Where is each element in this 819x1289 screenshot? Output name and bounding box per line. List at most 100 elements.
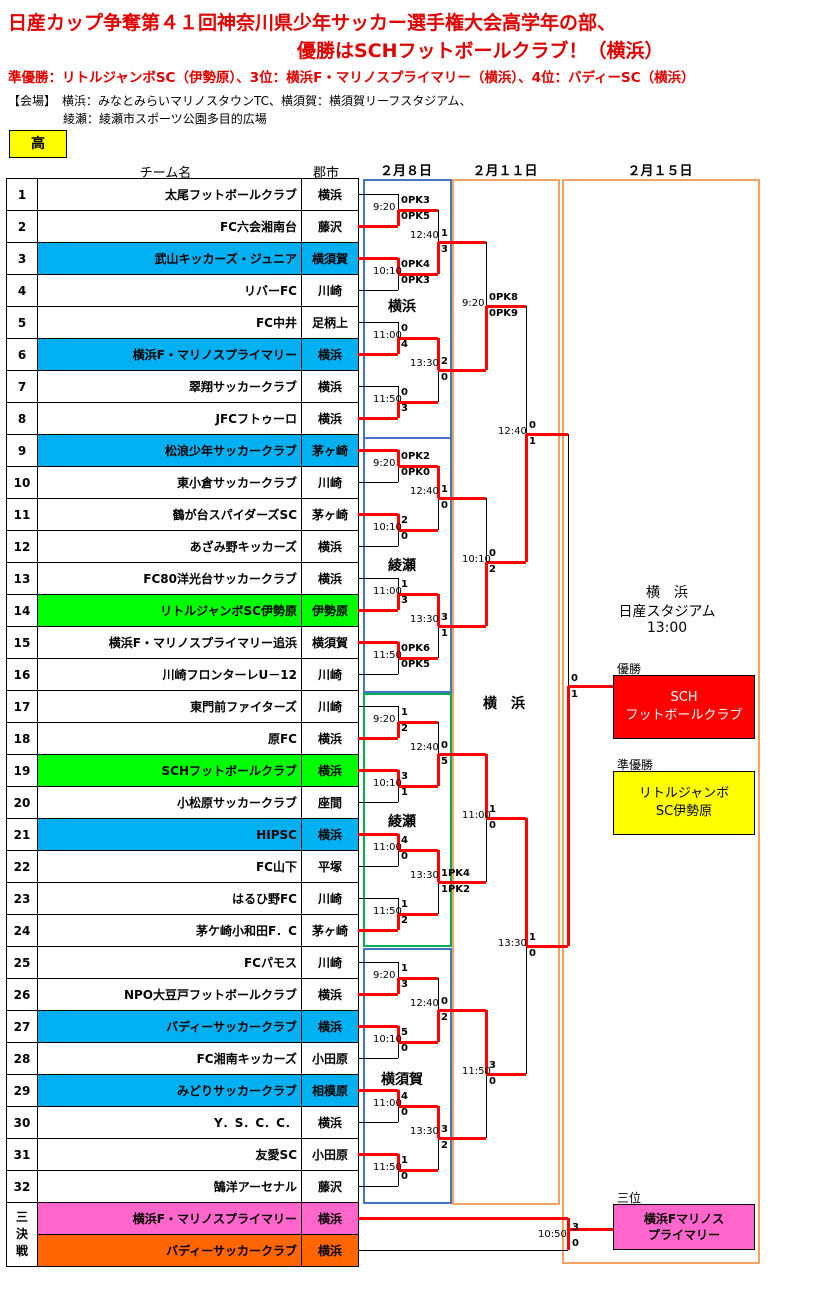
team-name: 翠翔サッカークラブ	[37, 370, 302, 403]
bracket-line	[358, 417, 398, 420]
bracket-line	[358, 1122, 398, 1123]
team-name: 茅ケ崎小和田F．C	[37, 914, 302, 947]
bracket-line	[397, 978, 400, 994]
team-number: 7	[6, 370, 38, 403]
team-city: 横浜	[301, 402, 359, 435]
date-header-1: ２月８日	[379, 164, 432, 179]
match-time: 13:30	[410, 1126, 439, 1137]
bracket-line	[398, 209, 438, 212]
score: 0	[401, 1043, 408, 1054]
team-name: リバーFC	[37, 274, 302, 307]
bracket-line	[397, 914, 400, 930]
runner-up-line1: リトルジャンボ	[638, 786, 730, 802]
score: 0	[441, 996, 448, 1007]
team-number: 2	[6, 210, 38, 243]
match-time: 9:20	[373, 970, 396, 981]
team-city: 横浜	[301, 1010, 359, 1043]
match-time: 11:50	[462, 1066, 491, 1077]
category-badge: 高	[9, 130, 67, 158]
score: 1	[529, 932, 536, 943]
team-city: 相模原	[301, 1074, 359, 1107]
score: 0	[401, 1171, 408, 1182]
team-number: 3	[6, 242, 38, 275]
team-city: 川崎	[301, 690, 359, 723]
match-time: 9:20	[462, 298, 485, 309]
match-time: 12:40	[410, 486, 439, 497]
team-name: FC六会湘南台	[37, 210, 302, 243]
match-time: 10:10	[373, 266, 402, 277]
match-time: 11:00	[373, 842, 402, 853]
team-name: 友愛SC	[37, 1138, 302, 1171]
bracket-line	[438, 1009, 486, 1012]
bracket-line	[358, 257, 398, 260]
match-time: 12:40	[498, 426, 527, 437]
team-number: 21	[6, 818, 38, 851]
bracket-line	[397, 450, 400, 466]
bracket-line	[485, 1010, 488, 1074]
third-place-city-1: 横浜	[301, 1202, 359, 1235]
team-name: 太尾フットボールクラブ	[37, 178, 302, 211]
score: 1	[401, 963, 408, 974]
match-time: 10:50	[538, 1229, 567, 1240]
team-city: 足柄上	[301, 306, 359, 339]
bracket-line	[358, 706, 398, 707]
venue-label-block1: 横浜	[388, 299, 416, 315]
score: 0	[489, 1076, 496, 1087]
team-name: FCパモス	[37, 946, 302, 979]
score: 4	[401, 339, 408, 350]
bracket-line	[397, 722, 400, 738]
score: 2	[441, 1012, 448, 1023]
score: 0	[401, 323, 408, 334]
bracket-line	[398, 913, 438, 916]
bracket-line	[358, 353, 398, 356]
score: 1	[401, 787, 408, 798]
match-time: 11:50	[373, 394, 402, 405]
bracket-line	[437, 594, 440, 626]
match-time: 11:50	[373, 906, 402, 917]
team-number: 28	[6, 1042, 38, 1075]
team-city: 伊勢原	[301, 594, 359, 627]
bracket-line	[486, 817, 526, 820]
bracket-line	[397, 258, 400, 274]
bracket-line	[398, 593, 438, 596]
match-time: 13:30	[410, 870, 439, 881]
third-box: 横浜Fマリノス プライマリー	[613, 1204, 755, 1250]
team-name: FC湘南キッカーズ	[37, 1042, 302, 1075]
bracket-line	[398, 273, 438, 276]
score: 2	[401, 723, 408, 734]
team-number: 1	[6, 178, 38, 211]
score: 0	[401, 531, 408, 542]
venue-info-line2: 綾瀬：綾瀬市スポーツ公園多目的広場	[63, 112, 267, 126]
score: 0PK3	[401, 195, 430, 206]
team-number: 23	[6, 882, 38, 915]
bracket-line	[438, 753, 486, 756]
page-title-line1: 日産カップ争奪第４１回神奈川県少年サッカー選手権大会高学年の部、	[8, 12, 617, 34]
score: 3	[401, 771, 408, 782]
score: 4	[401, 1091, 408, 1102]
bracket-line	[358, 322, 398, 323]
page-title-line2: 優勝はSCHフットボールクラブ！（横浜）	[297, 40, 664, 62]
score: 1PK2	[441, 884, 470, 895]
bracket-line	[437, 1010, 440, 1042]
score: 3	[401, 595, 408, 606]
score: 2	[441, 1140, 448, 1151]
team-number: 18	[6, 722, 38, 755]
team-city: 横浜	[301, 978, 359, 1011]
match-time: 11:50	[373, 1162, 402, 1173]
team-number: 32	[6, 1170, 38, 1203]
match-time: 12:40	[410, 998, 439, 1009]
team-city: 藤沢	[301, 210, 359, 243]
score: 2	[401, 515, 408, 526]
bracket-line	[438, 369, 486, 372]
score: 1	[401, 707, 408, 718]
